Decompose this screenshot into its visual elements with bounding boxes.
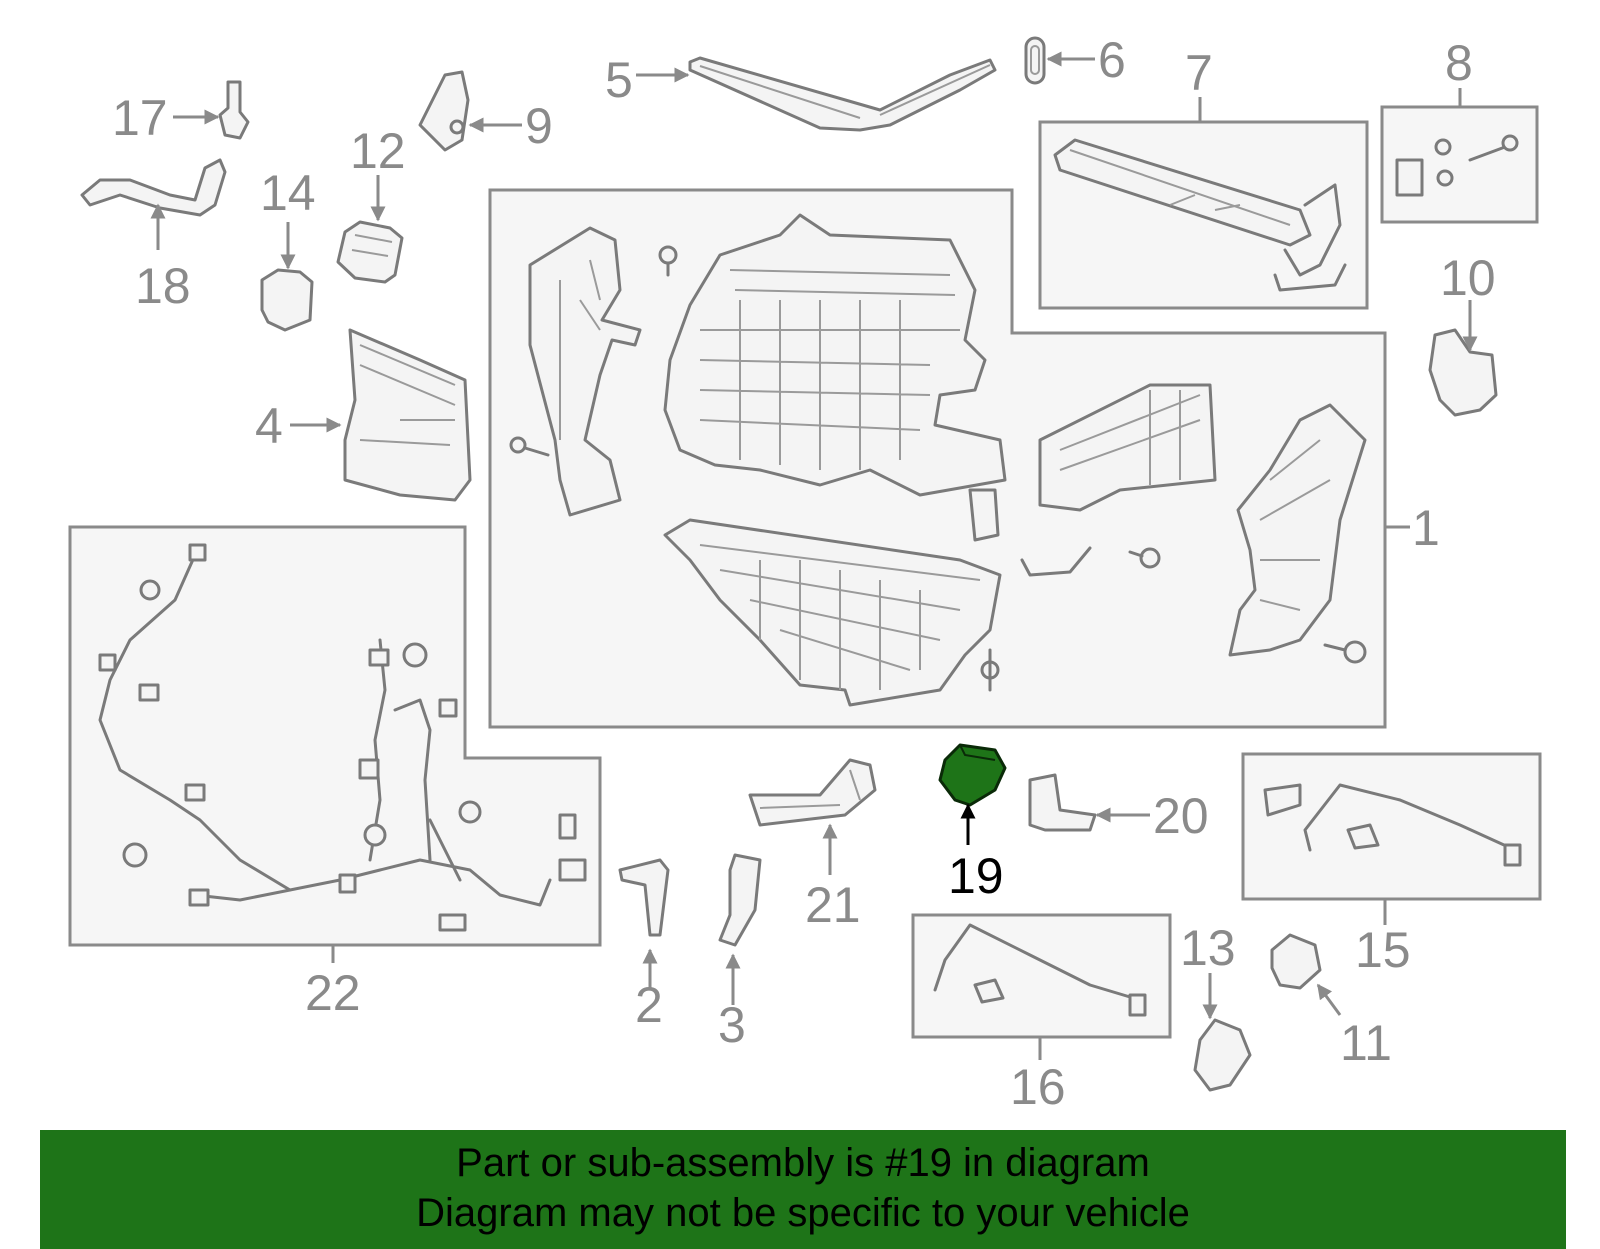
callout-9: 9 (525, 98, 553, 154)
callout-10: 10 (1440, 250, 1496, 306)
sensor-part-17 (218, 80, 250, 140)
hvac-duct-middle-right (1038, 383, 1217, 512)
banner-line-1: Part or sub-assembly is #19 in diagram (456, 1141, 1150, 1185)
hvac-screw-1 (658, 245, 678, 277)
callout-4: 4 (255, 398, 283, 454)
pipe-part-5 (688, 56, 997, 132)
pipe-part-16 (933, 923, 1147, 1017)
hvac-clip (968, 488, 1000, 542)
callout-7: 7 (1185, 45, 1213, 101)
hvac-case-lower (663, 518, 1002, 707)
motor-part-10 (1428, 328, 1498, 417)
leader-11 (1316, 983, 1342, 1016)
callout-5: 5 (605, 52, 633, 108)
callout-6: 6 (1098, 32, 1126, 88)
group-box-16 (911, 913, 1172, 1039)
heater-core-part-7 (1053, 138, 1347, 292)
bracket-part-3 (718, 853, 762, 947)
actuator-part-9 (418, 70, 470, 152)
part-20 (1028, 773, 1097, 832)
connector-part-14 (260, 268, 314, 332)
callout-20: 20 (1153, 788, 1209, 844)
callout-12: 12 (350, 123, 406, 179)
bracket-part-2 (618, 858, 670, 937)
seal-part-6 (1024, 36, 1046, 85)
hvac-screw-3 (980, 648, 1000, 692)
duct-part-4 (343, 328, 472, 502)
hvac-screw-5 (1323, 640, 1367, 664)
group-box-15 (1241, 752, 1542, 901)
parts-diagram: 1 2 3 4 5 6 7 8 9 10 11 12 13 14 15 16 1… (68, 32, 1542, 1115)
callout-13: 13 (1180, 920, 1236, 976)
callout-1: 1 (1412, 500, 1440, 556)
callout-22: 22 (305, 965, 361, 1021)
hvac-duct-left (528, 226, 642, 517)
info-banner: Part or sub-assembly is #19 in diagram D… (40, 1130, 1566, 1249)
callout-21: 21 (805, 877, 861, 933)
callout-3: 3 (718, 997, 746, 1053)
callout-17: 17 (112, 90, 168, 146)
hvac-duct-right (1228, 403, 1367, 657)
group-box-22 (68, 525, 602, 947)
banner-line-2: Diagram may not be specific to your vehi… (416, 1191, 1190, 1235)
callout-16: 16 (1010, 1059, 1066, 1115)
hvac-screw-4 (1128, 547, 1161, 569)
actuator-part-11 (1270, 933, 1322, 990)
callout-18: 18 (135, 258, 191, 314)
actuator-part-13 (1193, 1018, 1252, 1092)
hvac-screw-2 (509, 436, 550, 457)
callout-2: 2 (635, 977, 663, 1033)
highlighted-part-19 (938, 743, 1007, 807)
callout-8: 8 (1445, 35, 1473, 91)
valve-part-8 (1395, 134, 1519, 197)
resistor-part-12 (336, 220, 404, 284)
callout-15: 15 (1355, 922, 1411, 978)
callout-11: 11 (1340, 1015, 1392, 1071)
hvac-case-upper (663, 213, 1007, 497)
pipe-part-15 (1263, 783, 1522, 867)
callout-19: 19 (948, 848, 1004, 904)
hvac-pipe-bracket (1020, 546, 1092, 577)
hose-part-18 (80, 158, 227, 217)
callout-14: 14 (260, 165, 316, 221)
wire-harness-part-22 (98, 543, 587, 932)
bracket-part-21 (748, 758, 877, 827)
